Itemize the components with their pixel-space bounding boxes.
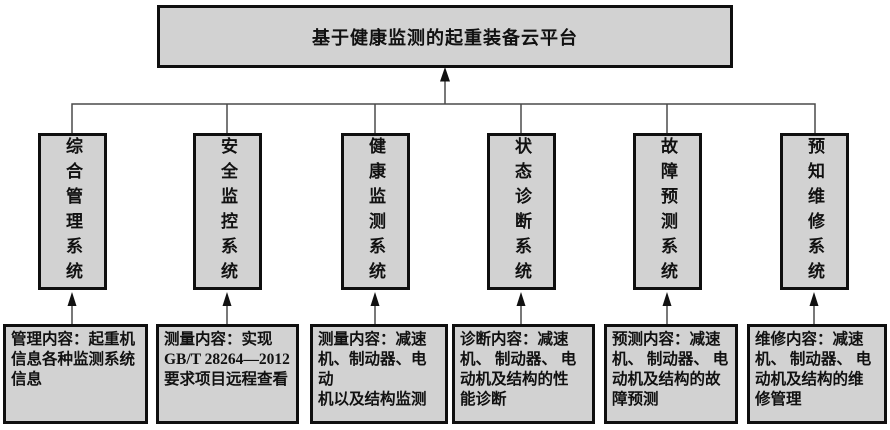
arrow-to-root bbox=[440, 67, 450, 104]
system-box-integrated-management: 综合管理系统 bbox=[38, 133, 107, 290]
system-box-safety-monitoring: 安全监控系统 bbox=[193, 133, 262, 290]
arrow-detail-6 bbox=[809, 292, 819, 324]
detail-box-diagnosis: 诊断内容：减速 机、 制动器、 电 动机及结构的性 能诊断 bbox=[452, 324, 595, 424]
system-label: 安全监控系统 bbox=[218, 136, 237, 287]
system-label: 健康监测系统 bbox=[366, 136, 385, 287]
system-label: 故障预测系统 bbox=[658, 136, 677, 287]
detail-box-maintenance: 维修内容：减速 机、 制动器、 电 动机及结构的维 修管理 bbox=[747, 324, 887, 424]
system-box-predictive-maintenance: 预知维修系统 bbox=[780, 133, 849, 290]
arrow-detail-3 bbox=[370, 292, 380, 324]
detail-box-measurement-gbt: 测量内容：实现 GB/T 28264—2012 要求项目远程查看 bbox=[156, 324, 299, 424]
system-box-health-monitoring: 健康监测系统 bbox=[341, 133, 410, 290]
arrow-detail-5 bbox=[662, 292, 672, 324]
detail-box-prediction: 预测内容：减速 机、 制动器、 电 动机及结构的故 障预测 bbox=[604, 324, 738, 424]
arrow-detail-2 bbox=[222, 292, 232, 324]
detail-box-management: 管理内容：起重机 信息各种监测系统 信息 bbox=[3, 324, 148, 424]
system-label: 综合管理系统 bbox=[63, 136, 82, 287]
root-box: 基于健康监测的起重装备云平台 bbox=[157, 5, 733, 68]
arrow-detail-4 bbox=[516, 292, 526, 324]
detail-box-measurement: 测量内容：减速 机、制动器、电动 机以及结构监测 bbox=[310, 324, 448, 424]
system-box-fault-prediction: 故障预测系统 bbox=[633, 133, 702, 290]
system-box-condition-diagnosis: 状态诊断系统 bbox=[487, 133, 556, 290]
bus-line bbox=[71, 103, 816, 133]
system-label: 预知维修系统 bbox=[805, 136, 824, 287]
system-label: 状态诊断系统 bbox=[512, 136, 531, 287]
root-title: 基于健康监测的起重装备云平台 bbox=[312, 27, 578, 48]
arrow-detail-1 bbox=[67, 292, 77, 324]
